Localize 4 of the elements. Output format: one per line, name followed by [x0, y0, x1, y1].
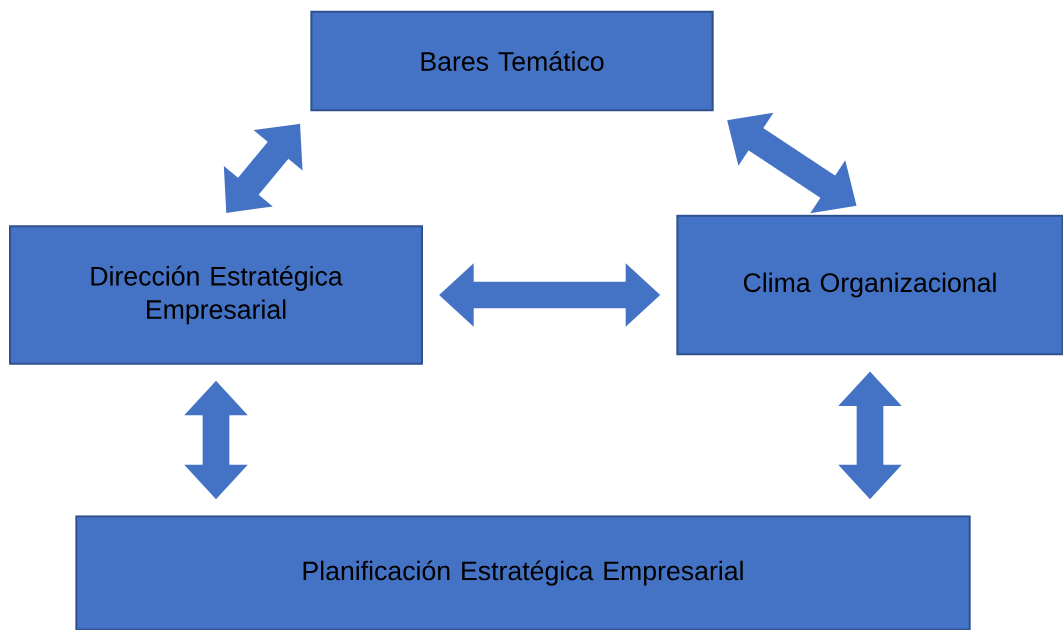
- process-box: Planificación Estratégica Empresarial: [75, 515, 971, 630]
- process-box: Clima Organizacional: [676, 214, 1063, 356]
- process-box: Bares Temático: [310, 10, 714, 112]
- process-box: Dirección Estratégica Empresarial: [9, 225, 423, 365]
